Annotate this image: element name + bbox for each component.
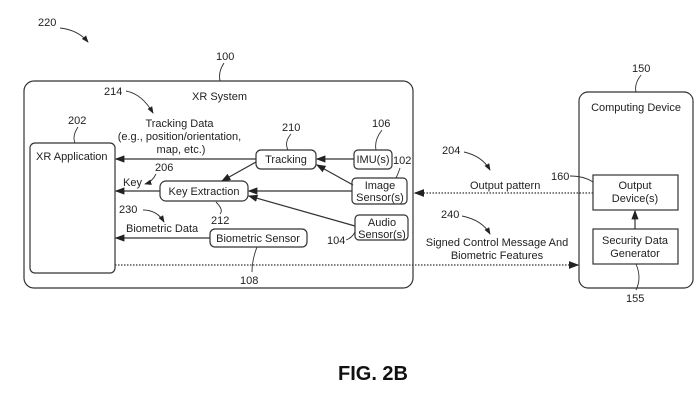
ref-100: 100 [216, 51, 234, 63]
ref-104: 104 [327, 235, 345, 247]
figure-label: FIG. 2B [338, 363, 408, 385]
security-data-generator-box [592, 228, 679, 265]
audio-sensor-box [354, 214, 409, 241]
ref-212: 212 [211, 215, 229, 227]
ref-204: 204 [442, 145, 460, 157]
ref-220: 220 [38, 17, 56, 29]
ref-150: 150 [632, 63, 650, 75]
audio-to-key-arrow [247, 194, 356, 227]
output-device-box [592, 174, 679, 211]
ref-230: 230 [119, 204, 137, 216]
biometric-sensor-label: Biometric Sensor [216, 233, 300, 245]
xr-application-label: XR Application [36, 151, 108, 163]
ref-arrow [59, 27, 89, 43]
imu-label: IMU(s) [357, 154, 390, 166]
ref-102: 102 [393, 155, 411, 167]
ref-240: 240 [441, 209, 459, 221]
ref-210: 210 [282, 122, 300, 134]
biometric-data-label: Biometric Data [126, 223, 199, 235]
output-pattern-label: Output pattern [470, 180, 540, 192]
ref-155: 155 [626, 293, 644, 305]
ref-206: 206 [155, 162, 173, 174]
tracking-data-label: Tracking Data (e.g., position/orientatio… [118, 118, 245, 156]
key-extraction-label: Key Extraction [169, 186, 240, 198]
ref-214: 214 [104, 86, 122, 98]
ref-108: 108 [240, 275, 258, 287]
ref-160: 160 [551, 171, 569, 183]
ref-202: 202 [68, 115, 86, 127]
tracking-label: Tracking [265, 154, 307, 166]
tracking-to-key-arrow [220, 161, 257, 182]
image-to-tracking-arrow [315, 164, 354, 186]
key-label: Key [123, 177, 142, 189]
computing-device-title: Computing Device [591, 102, 681, 114]
xr-system-title: XR System [192, 91, 247, 103]
xr-application-box [29, 142, 116, 274]
ref-106: 106 [372, 118, 390, 130]
